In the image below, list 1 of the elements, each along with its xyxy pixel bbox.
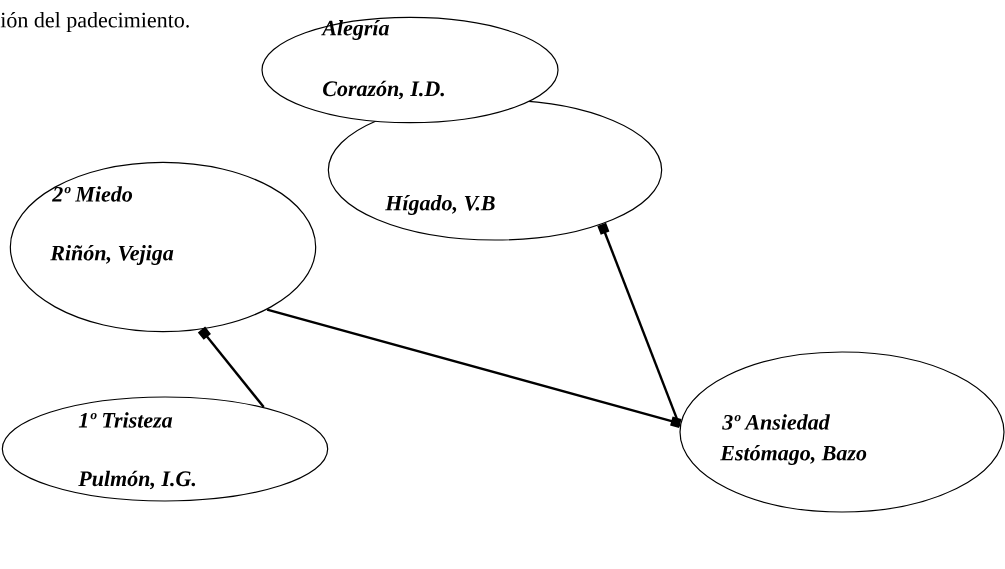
text-fragment: ión del padecimiento.	[0, 12, 189, 32]
